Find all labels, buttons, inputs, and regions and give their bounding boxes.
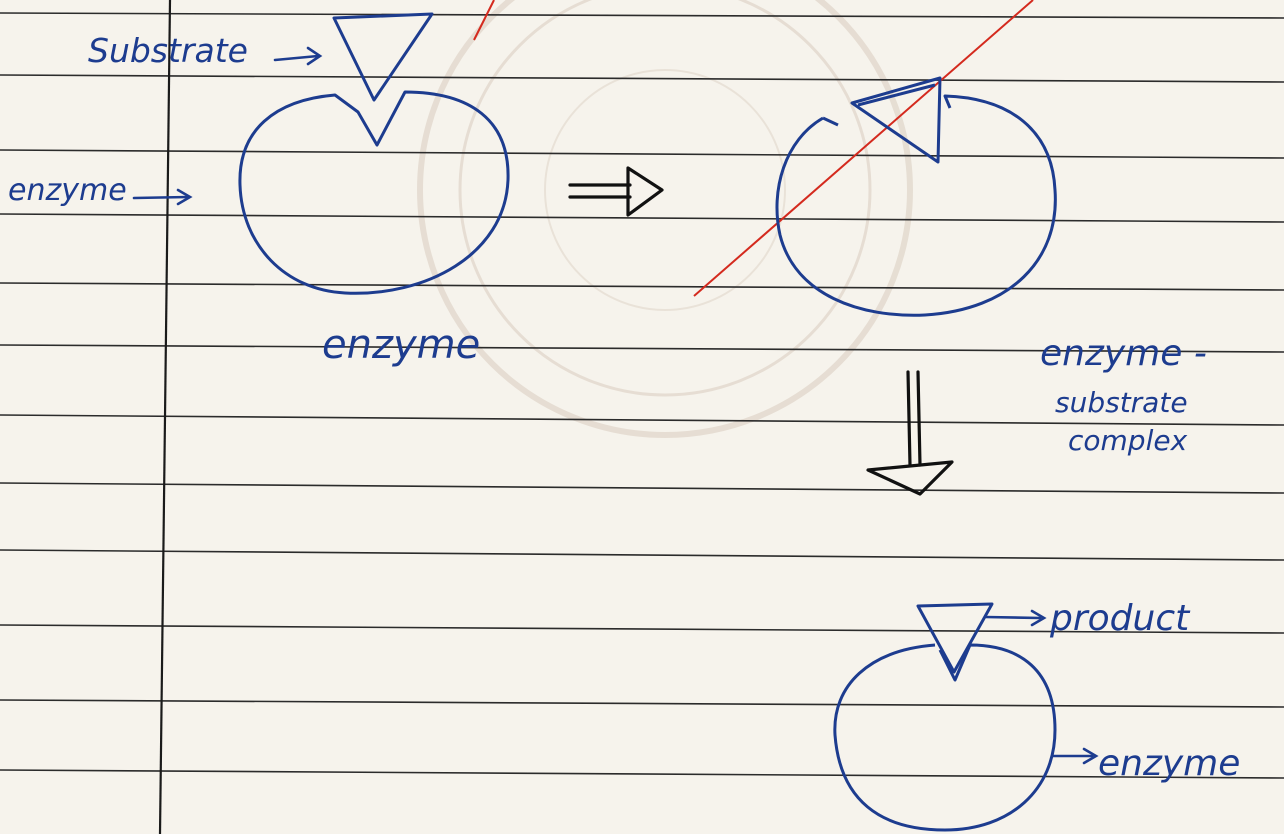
product-label: product [1049,598,1191,639]
red-correction-marks [473,0,1034,297]
product-pointer-arrow [983,609,1047,627]
bound-substrate-triangle [850,76,942,164]
enzyme-pointer-arrow [132,188,193,206]
enzyme-bottom-label: enzyme [1098,743,1240,784]
ruled-lines [0,12,1284,779]
complex-label-line3: complex [1068,424,1188,457]
enzyme-bottom-pointer-arrow [1050,747,1099,765]
complex-label-line1: enzyme - [1040,333,1207,374]
released-enzyme-shape [833,643,1057,832]
substrate-label: Substrate [88,31,248,70]
reaction-arrow-right [568,166,664,217]
watermark-seal [417,0,913,438]
substrate-triangle [332,12,434,102]
product-triangle [916,602,994,674]
substrate-pointer-arrow [273,46,323,66]
margin-line [158,0,172,834]
complex-label-line2: substrate [1055,386,1188,419]
enzyme-substrate-complex-shape [775,94,1057,317]
reaction-arrow-down [866,370,954,496]
enzyme-caption-label: enzyme [322,322,480,368]
enzyme-left-label: enzyme [8,173,127,208]
free-enzyme-shape [238,90,510,295]
